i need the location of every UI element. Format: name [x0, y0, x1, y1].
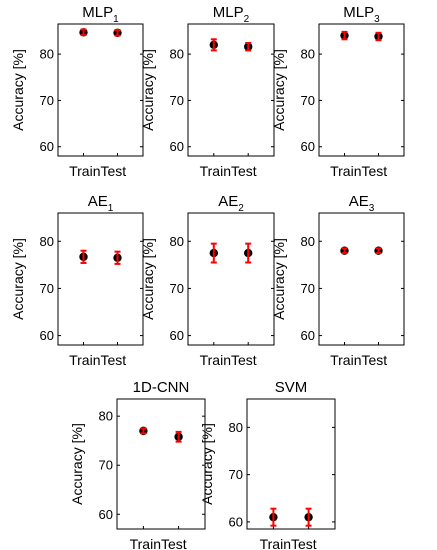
y-tick-label: 80 — [229, 420, 243, 435]
y-axis-label: Accuracy [%] — [271, 238, 287, 320]
chart-title-main: 1D-CNN — [133, 379, 190, 396]
chart-title: 1D-CNN — [133, 379, 190, 396]
y-tick-label: 80 — [99, 409, 113, 424]
chart-title-subscript: 3 — [369, 203, 375, 214]
y-axis-label: Accuracy [%] — [10, 49, 26, 131]
axes-box — [318, 23, 405, 157]
chart-title-subscript: 1 — [108, 203, 114, 214]
chart-title-subscript: 2 — [238, 203, 244, 214]
x-tick-label: Train — [130, 536, 161, 550]
y-axis-label: Accuracy [%] — [69, 423, 85, 505]
x-tick-label: Test — [362, 352, 388, 368]
axes-box — [187, 212, 275, 346]
y-tick-label: 70 — [170, 93, 184, 108]
x-tick-label: Test — [101, 163, 127, 179]
axes-box — [116, 398, 206, 530]
y-tick-label: 70 — [301, 93, 315, 108]
chart-title: SVM — [275, 379, 308, 396]
chart-title-main: AE — [349, 193, 369, 210]
chart-title-main: SVM — [275, 379, 308, 396]
y-tick-label: 80 — [170, 47, 184, 62]
chart-title-main: MLP — [213, 4, 244, 21]
chart-title: AE3 — [349, 193, 375, 214]
chart-title-subscript: 3 — [374, 14, 380, 25]
x-tick-label: Test — [231, 352, 257, 368]
x-tick-label: Test — [161, 536, 187, 550]
axes-box — [57, 212, 144, 346]
y-axis-label: Accuracy [%] — [140, 238, 156, 320]
axes-box — [318, 212, 405, 346]
chart-title-main: AE — [88, 193, 108, 210]
y-axis-label: Accuracy [%] — [199, 423, 215, 505]
y-tick-label: 60 — [229, 514, 243, 529]
chart-title-main: MLP — [343, 4, 374, 21]
y-tick-label: 70 — [40, 93, 54, 108]
chart-title: MLP2 — [213, 4, 250, 25]
x-tick-label: Test — [362, 163, 388, 179]
chart-title: AE1 — [88, 193, 114, 214]
chart-title-main: MLP — [82, 4, 113, 21]
x-tick-label: Train — [69, 163, 100, 179]
y-tick-label: 70 — [301, 281, 315, 296]
y-tick-label: 70 — [229, 467, 243, 482]
axes-box — [187, 23, 275, 157]
x-tick-label: Train — [260, 536, 291, 550]
y-tick-label: 80 — [301, 234, 315, 249]
y-tick-label: 70 — [170, 281, 184, 296]
y-tick-label: 60 — [170, 328, 184, 343]
y-tick-label: 60 — [40, 328, 54, 343]
x-tick-label: Train — [200, 352, 231, 368]
x-tick-label: Test — [101, 352, 127, 368]
axes-box — [57, 23, 144, 157]
x-tick-label: Train — [200, 163, 231, 179]
chart-title: MLP3 — [343, 4, 380, 25]
y-axis-label: Accuracy [%] — [271, 49, 287, 131]
x-tick-label: Test — [291, 536, 317, 550]
y-tick-label: 60 — [170, 139, 184, 154]
y-tick-label: 60 — [99, 507, 113, 522]
y-axis-label: Accuracy [%] — [140, 49, 156, 131]
chart-title: MLP1 — [82, 4, 119, 25]
y-axis-label: Accuracy [%] — [10, 238, 26, 320]
chart-title: AE2 — [218, 193, 244, 214]
x-tick-label: Train — [330, 163, 361, 179]
x-tick-label: Train — [69, 352, 100, 368]
x-tick-label: Train — [330, 352, 361, 368]
y-tick-label: 60 — [301, 139, 315, 154]
y-tick-label: 70 — [40, 281, 54, 296]
axes-box — [246, 398, 336, 530]
chart-title-subscript: 1 — [113, 14, 119, 25]
y-tick-label: 80 — [40, 47, 54, 62]
chart-title-main: AE — [218, 193, 238, 210]
y-tick-label: 60 — [40, 139, 54, 154]
x-tick-label: Test — [231, 163, 257, 179]
y-tick-label: 80 — [40, 234, 54, 249]
y-tick-label: 80 — [170, 234, 184, 249]
chart-title-subscript: 2 — [244, 14, 250, 25]
y-tick-label: 70 — [99, 458, 113, 473]
y-tick-label: 60 — [301, 328, 315, 343]
y-tick-label: 80 — [301, 47, 315, 62]
